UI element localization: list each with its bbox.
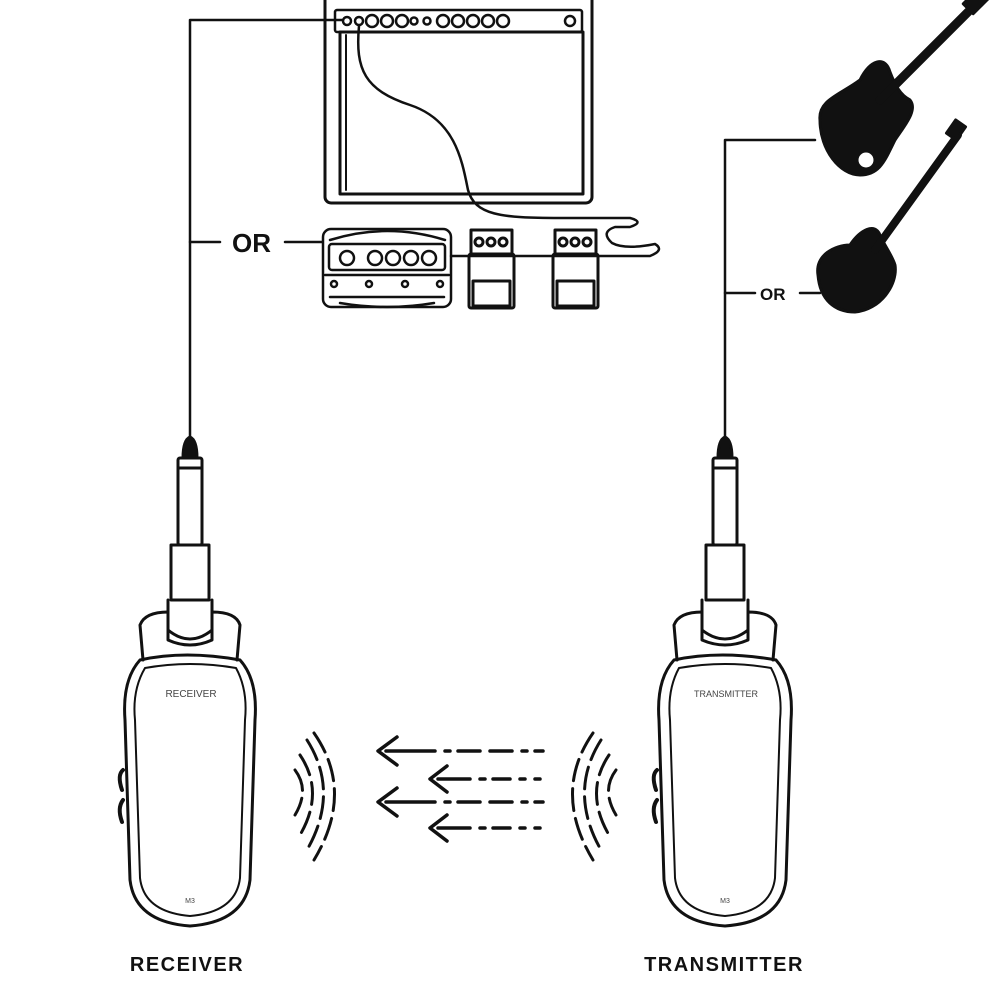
effect-pedal-1 — [467, 228, 516, 310]
electric-guitar-icon — [818, 0, 991, 177]
or-label-amp: OR — [232, 228, 271, 258]
receiver-label: RECEIVER — [130, 954, 244, 976]
electric-guitar-icon-2 — [816, 118, 968, 314]
transmitter-model-label: M3 — [720, 898, 730, 905]
receiver-model-label: M3 — [185, 898, 195, 905]
arrow-icon — [376, 735, 545, 767]
signal-waves-left-icon — [293, 731, 336, 862]
arrow-icon — [376, 786, 545, 818]
transmitter-label: TRANSMITTER — [644, 954, 804, 976]
arrow-icon — [428, 764, 542, 794]
effect-pedal-2 — [551, 228, 600, 310]
pedal-cable — [357, 24, 661, 258]
transmitter-device-label: TRANSMITTER — [694, 689, 758, 699]
multi-effect-pedal — [321, 227, 453, 309]
transmitter-cable — [723, 138, 822, 442]
signal-arrows — [376, 735, 545, 843]
transmitter-device — [651, 435, 793, 928]
receiver-device — [117, 435, 257, 928]
arrow-icon — [428, 813, 542, 843]
receiver-cable — [188, 18, 345, 442]
receiver-device-label: RECEIVER — [165, 689, 216, 700]
amplifier — [323, 0, 594, 205]
signal-waves-right-icon — [571, 731, 618, 862]
or-label-guitar: OR — [760, 285, 786, 304]
